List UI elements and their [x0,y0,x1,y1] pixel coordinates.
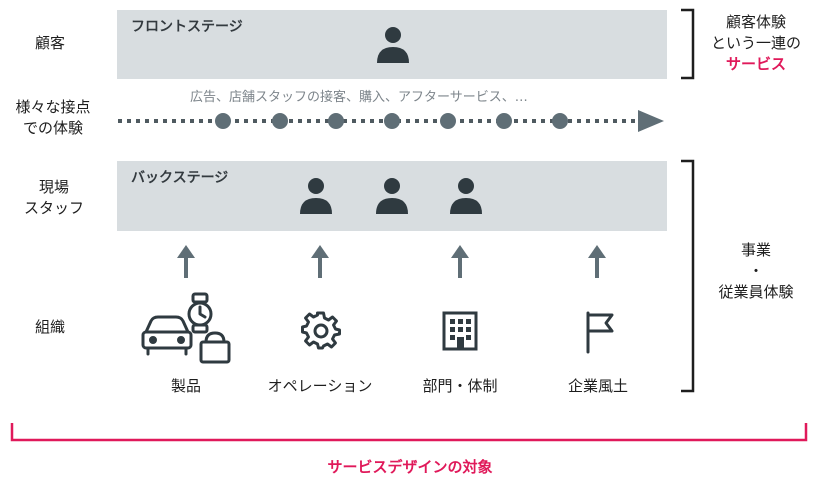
person-icon [376,178,408,214]
row-label-touchpoints: 様々な接点 での体験 [15,98,91,137]
row-label-staff: 現場 スタッフ [23,178,84,217]
touchpoint-node [384,113,400,129]
org-item-label-department: 部門・体制 [422,377,498,395]
back-stage-band: バックステージ [117,161,667,231]
row-label-customer: 顧客 [34,34,65,52]
up-arrow-icon [588,245,606,278]
gear-icon [301,311,341,350]
person-icon [377,27,409,63]
up-arrow-icon [177,245,195,278]
touchpoint-node [496,113,512,129]
touchpoint-node [328,113,344,129]
up-arrow-icon [311,245,329,278]
front-stage-band: フロントステージ [117,10,667,79]
org-item-label-operation: オペレーション [267,377,373,395]
service-design-scope-label: サービスデザインの対象 [327,458,493,476]
touchpoint-node [552,113,568,129]
up-arrow-icon [451,245,469,278]
touchpoint-node [440,113,456,129]
business-bracket [681,159,695,393]
customer-bracket [681,8,695,80]
front-stage-title: フロントステージ [131,19,243,35]
right-label-customer-experience: 顧客体験 という一連の サービス [700,12,812,75]
flag-icon [586,311,614,354]
touchpoints-text: 広告、店舗スタッフの接客、購入、アフターサービス、… [190,90,528,105]
bottom-bracket [10,423,808,442]
person-icon [300,178,332,214]
org-item-label-culture: 企業風土 [567,377,628,395]
back-stage-title: バックステージ [131,170,229,186]
product-icon [141,292,231,364]
person-icon [450,178,482,214]
touchpoint-node [215,113,231,129]
building-icon [442,311,478,351]
org-item-label-product: 製品 [170,377,201,395]
row-label-organization: 組織 [34,318,65,336]
service-highlight: サービス [725,55,786,73]
right-label-business-experience: 事業 ・ 従業員体験 [718,241,794,301]
touchpoint-node [272,113,288,129]
